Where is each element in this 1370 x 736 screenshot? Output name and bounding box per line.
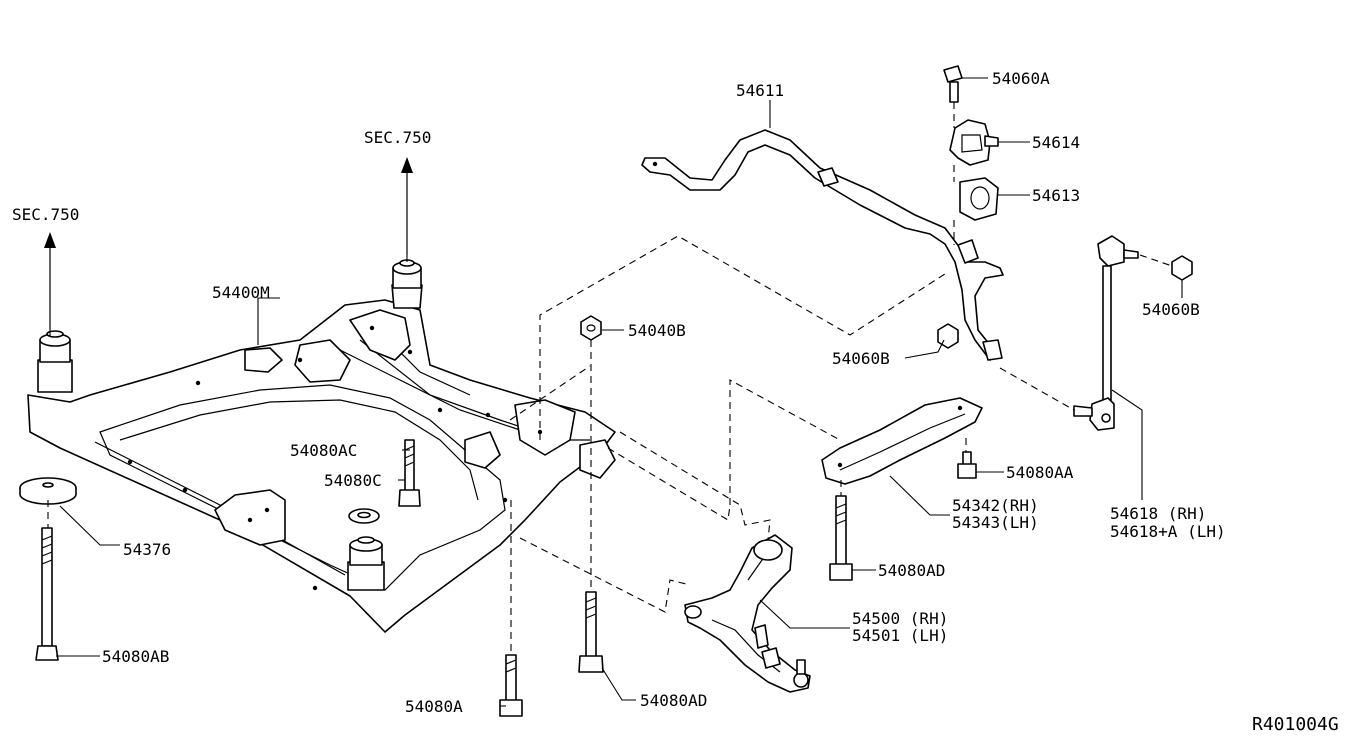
stabilizer-link-54618 <box>1073 235 1139 431</box>
bolt-54080AD-upper <box>829 495 853 581</box>
label-sec750-center: SEC.750 <box>364 128 431 147</box>
leader-lines <box>56 77 1183 707</box>
label-54500: 54500 (RH) <box>852 609 948 628</box>
label-54080AC: 54080AC <box>290 441 357 460</box>
label-54342: 54342(RH) <box>952 496 1039 515</box>
section-arrow-center <box>401 157 413 255</box>
label-54080AA: 54080AA <box>1006 463 1074 482</box>
label-54080AD-lower: 54080AD <box>640 691 707 710</box>
label-54618A: 54618+A (LH) <box>1110 522 1226 541</box>
washer-54080C <box>348 508 380 524</box>
label-54343: 54343(LH) <box>952 513 1039 532</box>
label-54060B-right: 54060B <box>1142 300 1200 319</box>
bolt-54080AA <box>957 451 977 479</box>
lower-control-arm-54500-54501 <box>684 534 811 693</box>
subframe-mount-bushing-center <box>391 259 423 309</box>
label-54080C: 54080C <box>324 471 382 490</box>
washer-54376 <box>19 477 77 505</box>
bolt-54080AC <box>398 439 421 507</box>
bracket-54342-54343 <box>821 397 983 485</box>
bolt-54080AD-lower <box>578 591 604 673</box>
label-54501: 54501 (LH) <box>852 626 948 645</box>
label-54080AB: 54080AB <box>102 647 169 666</box>
stabilizer-bar-54611 <box>641 129 1004 361</box>
nut-54060B-right <box>1171 255 1193 281</box>
bracket-54614 <box>949 119 999 166</box>
front-subframe <box>27 299 616 633</box>
label-54376: 54376 <box>123 540 171 559</box>
label-54400M: 54400M <box>212 283 270 302</box>
label-54613: 54613 <box>1032 186 1080 205</box>
subframe-mount-bushing-rear <box>347 536 385 591</box>
label-54614: 54614 <box>1032 133 1080 152</box>
label-54040B: 54040B <box>628 321 686 340</box>
label-54060A: 54060A <box>992 69 1050 88</box>
section-arrow-left <box>44 232 56 330</box>
nut-54040B <box>580 315 602 341</box>
label-54080AD-upper: 54080AD <box>878 561 945 580</box>
label-sec750-left: SEC.750 <box>12 205 79 224</box>
diagram-code: R401004G <box>1252 714 1339 735</box>
label-54611: 54611 <box>736 81 784 100</box>
nut-54060B-left <box>937 323 959 349</box>
bushing-54613 <box>959 177 999 221</box>
bolt-54080AB <box>35 527 59 661</box>
subframe-mount-bushing-left <box>37 330 73 393</box>
part-labels: SEC.750 SEC.750 54400M 54376 54080AB 540… <box>12 69 1339 735</box>
bolt-54060A <box>943 65 963 103</box>
label-54080A: 54080A <box>405 697 463 716</box>
bolt-54080A <box>499 654 523 717</box>
label-54618: 54618 (RH) <box>1110 504 1206 523</box>
assembly-dashed-lines <box>47 102 1173 655</box>
label-54060B-left: 54060B <box>832 349 890 368</box>
